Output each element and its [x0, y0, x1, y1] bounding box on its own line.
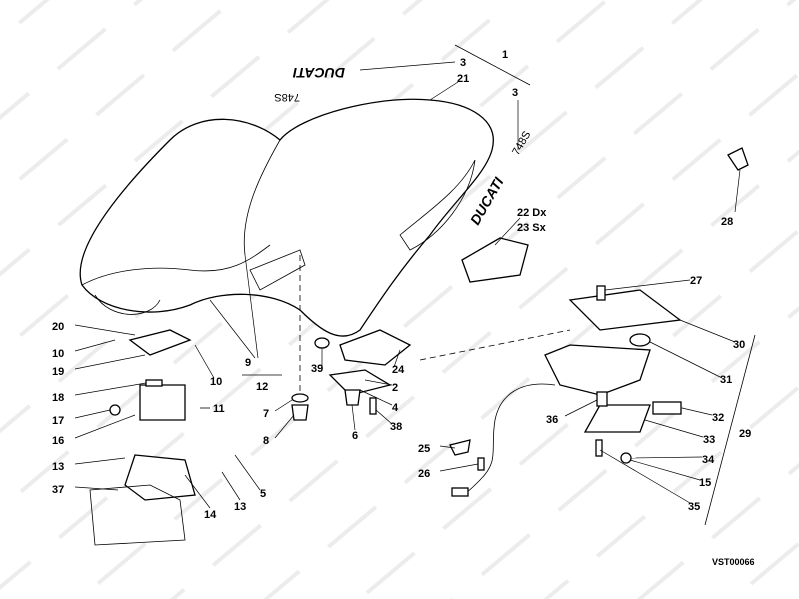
washer-7	[291, 393, 309, 403]
callouts: 1 3 21 3 22 Dx 23 Sx 28 27 30 31 32 33 2…	[52, 49, 755, 567]
callout-38: 38	[390, 421, 402, 433]
callout-10: 10	[52, 348, 64, 360]
callout-15: 15	[699, 477, 711, 489]
seat-logo-model: 748S	[274, 91, 300, 103]
callout-33: 33	[703, 434, 715, 446]
callout-13: 13	[52, 461, 64, 473]
tail-light-housing	[544, 344, 651, 396]
wire-connector	[451, 487, 469, 497]
seat-body	[79, 98, 494, 337]
callout-26: 26	[418, 468, 430, 480]
callout-36: 36	[546, 414, 558, 426]
callout-12: 12	[256, 381, 268, 393]
callout-20: 20	[52, 321, 64, 333]
callout-25: 25	[418, 443, 430, 455]
screw-26	[477, 457, 485, 471]
bushing-17	[109, 404, 121, 416]
callout-6: 6	[352, 430, 358, 442]
callout-7: 7	[263, 408, 269, 420]
seat-pad	[461, 237, 529, 283]
callout-32: 32	[712, 412, 724, 424]
bracket-20	[128, 329, 192, 356]
wire-harness	[459, 383, 556, 496]
callout-29: 29	[739, 428, 751, 440]
seat-tray	[249, 249, 306, 291]
callout-28: 28	[721, 216, 733, 228]
callout-27: 27	[690, 275, 702, 287]
callout-37: 37	[52, 484, 64, 496]
callout-24: 24	[392, 364, 405, 376]
bumper-6	[344, 389, 361, 406]
cable-18	[145, 379, 163, 387]
seat-crease	[243, 139, 281, 256]
callout-3: 3	[512, 87, 518, 99]
tail-light-assembly	[449, 285, 682, 497]
callout-31: 31	[720, 374, 732, 386]
callout-22: 22 Dx	[517, 207, 547, 219]
drawing-code: VST00066	[712, 557, 755, 567]
callout-10: 10	[210, 376, 222, 388]
clamp-25	[449, 439, 471, 456]
callout-34: 34	[702, 454, 715, 466]
seat-logo-brand: DUCATI	[292, 65, 345, 81]
screw-38	[369, 397, 377, 415]
grommet-39	[314, 337, 330, 349]
group-bracket-1	[454, 44, 531, 86]
callout-11: 11	[213, 403, 225, 415]
callout-35: 35	[688, 501, 700, 513]
callout-14: 14	[204, 509, 217, 521]
screw-35	[595, 439, 603, 457]
callout-17: 17	[52, 415, 64, 427]
callout-19: 19	[52, 366, 64, 378]
seat-cutout	[399, 159, 476, 251]
seat-edge	[81, 244, 271, 286]
callout-18: 18	[52, 392, 64, 404]
callout-21: 21	[457, 73, 469, 85]
nut-34	[620, 452, 632, 464]
callout-2: 2	[392, 382, 398, 394]
plate-2	[328, 369, 392, 396]
frame-outline	[89, 484, 186, 546]
bracket-14	[124, 454, 196, 501]
lock-11	[139, 384, 186, 421]
callout-30: 30	[733, 339, 745, 351]
callout-23: 23 Sx	[517, 222, 547, 234]
bushing-8	[291, 404, 309, 421]
callout-9: 9	[245, 357, 251, 369]
clip-part	[727, 147, 749, 171]
callout-8: 8	[263, 435, 269, 447]
callout-1: 1	[502, 49, 508, 61]
callout-3: 3	[460, 57, 466, 69]
callout-39: 39	[311, 363, 323, 375]
axis-line	[419, 329, 571, 361]
connector-32	[652, 401, 682, 415]
bracket-33	[583, 404, 651, 433]
screw-27	[596, 285, 606, 301]
seat-underside	[94, 294, 161, 315]
group-bracket-29	[704, 334, 756, 526]
callout-13: 13	[234, 501, 246, 513]
bulb	[629, 333, 651, 347]
callout-5: 5	[260, 488, 266, 500]
callout-4: 4	[392, 402, 399, 414]
bracket-24	[339, 329, 412, 366]
callout-16: 16	[52, 435, 64, 447]
spacer-36	[596, 391, 608, 407]
leader-lines	[74, 61, 741, 509]
